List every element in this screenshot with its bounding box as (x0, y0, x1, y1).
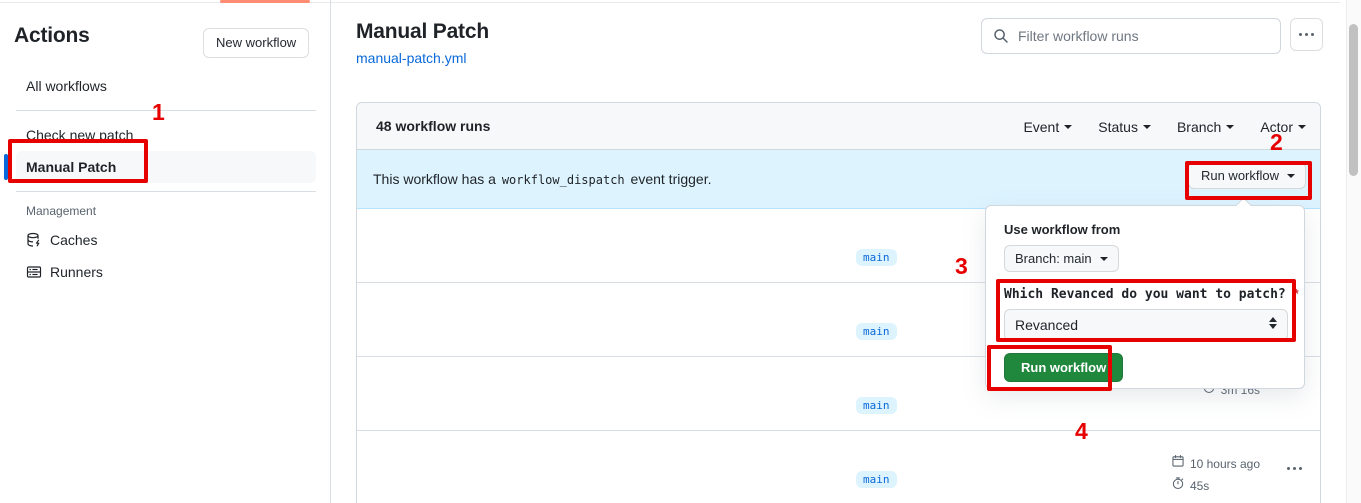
filter-actor-label: Actor (1260, 118, 1293, 135)
search-box[interactable] (981, 18, 1281, 54)
kebab-icon (1299, 33, 1314, 36)
runs-panel-header: 48 workflow runs Event Status Branch (357, 103, 1320, 150)
branch-badge[interactable]: main (856, 249, 897, 266)
table-row[interactable]: main 10 hours ago (357, 431, 1320, 503)
sidebar-item-label: Runners (50, 264, 103, 280)
runs-count-label: 48 workflow runs (376, 118, 491, 134)
chevron-down-icon (1226, 124, 1235, 129)
stopwatch-icon (1171, 475, 1185, 497)
chevron-down-icon (1099, 256, 1108, 261)
dispatch-notice: This workflow has a workflow_dispatch ev… (373, 171, 711, 187)
sidebar-item-all-workflows[interactable]: All workflows (16, 70, 316, 102)
more-options-button[interactable] (1290, 18, 1323, 51)
run-meta: 10 hours ago 45s (1171, 453, 1260, 497)
chevron-down-icon (1287, 173, 1295, 178)
active-tab-indicator (220, 0, 310, 3)
runner-icon (26, 264, 42, 280)
dispatch-notice-prefix: This workflow has a (373, 171, 496, 187)
branch-badge[interactable]: main (856, 471, 897, 488)
top-divider (0, 2, 1340, 3)
sidebar-item-caches[interactable]: Caches (16, 224, 316, 256)
run-age: 10 hours ago (1171, 453, 1260, 475)
chevron-down-icon (1298, 124, 1306, 129)
revanced-select[interactable]: Revanced (1004, 309, 1288, 341)
cache-icon (26, 232, 42, 248)
run-workflow-button-label: Run workflow (1200, 168, 1279, 183)
search-input[interactable] (1016, 27, 1266, 45)
workflow-dispatch-banner: This workflow has a workflow_dispatch ev… (357, 150, 1320, 209)
sidebar-item-label: Check new patch (26, 127, 134, 143)
filter-branch-label: Branch (1176, 118, 1222, 135)
filter-event[interactable]: Event (1023, 118, 1073, 135)
calendar-icon (1171, 453, 1185, 475)
filter-status-label: Status (1098, 118, 1138, 135)
page-scrollbar-track[interactable] (1346, 0, 1361, 503)
required-marker: * (1293, 286, 1299, 301)
branch-selector-label: Branch: main (1015, 251, 1092, 266)
sidebar-vertical-divider (330, 0, 331, 503)
dispatch-notice-code: workflow_dispatch (501, 173, 625, 187)
run-duration: 45s (1171, 475, 1260, 497)
run-workflow-dropdown-button[interactable]: Run workflow (1187, 162, 1306, 189)
filter-event-label: Event (1023, 118, 1060, 135)
sidebar-divider (16, 110, 316, 111)
select-arrows-icon (1269, 317, 1277, 329)
new-workflow-button[interactable]: New workflow (203, 28, 310, 58)
workflow-input-label: Which Revanced do you want to patch? * (1004, 286, 1304, 302)
chevron-down-icon (1064, 124, 1073, 129)
sidebar-item-label: All workflows (26, 78, 107, 94)
branch-selector-button[interactable]: Branch: main (1004, 245, 1119, 272)
run-workflow-popup: Use workflow from Branch: main Which Rev… (985, 205, 1305, 389)
filter-actor[interactable]: Actor (1260, 119, 1306, 135)
page-scrollbar-thumb[interactable] (1349, 24, 1358, 176)
chevron-down-icon (1142, 124, 1151, 129)
sidebar-header: Actions New workflow (14, 24, 314, 58)
run-duration-text: 45s (1189, 479, 1210, 493)
row-more-options-icon[interactable] (1287, 467, 1302, 470)
workflow-header: Manual Patch manual-patch.yml (356, 20, 489, 68)
sidebar-item-check-new-patch[interactable]: Check new patch (16, 119, 316, 151)
workflow-input-label-text: Which Revanced do you want to patch? (1004, 287, 1286, 302)
sidebar-divider (16, 191, 316, 192)
sidebar-nav: All workflows Check new patch Manual Pat… (0, 70, 330, 288)
page-title: Actions (14, 24, 90, 47)
run-workflow-submit-button[interactable]: Run workflow (1004, 353, 1124, 382)
workflow-file-link[interactable]: manual-patch.yml (356, 50, 467, 66)
sidebar-item-label: Manual Patch (26, 159, 117, 175)
sidebar-item-runners[interactable]: Runners (16, 256, 316, 288)
dispatch-notice-suffix: event trigger. (630, 171, 712, 187)
runs-filter-group: Event Status Branch Actor (1023, 103, 1306, 150)
branch-badge[interactable]: main (856, 323, 897, 340)
sidebar-item-label: Caches (50, 232, 98, 248)
revanced-select-value: Revanced (1015, 317, 1079, 333)
filter-branch[interactable]: Branch (1176, 118, 1235, 135)
sidebar: Actions New workflow All workflows Check… (0, 4, 330, 503)
filter-container (981, 18, 1281, 54)
search-icon (993, 28, 1009, 49)
use-workflow-from-label: Use workflow from (1004, 222, 1121, 237)
workflow-title: Manual Patch (356, 20, 489, 43)
filter-status[interactable]: Status (1098, 119, 1151, 135)
run-age-text: 10 hours ago (1189, 457, 1260, 471)
sidebar-group-management: Management (26, 204, 97, 218)
popup-caret (1237, 198, 1251, 206)
branch-badge[interactable]: main (856, 397, 897, 414)
sidebar-item-manual-patch[interactable]: Manual Patch (4, 151, 316, 183)
